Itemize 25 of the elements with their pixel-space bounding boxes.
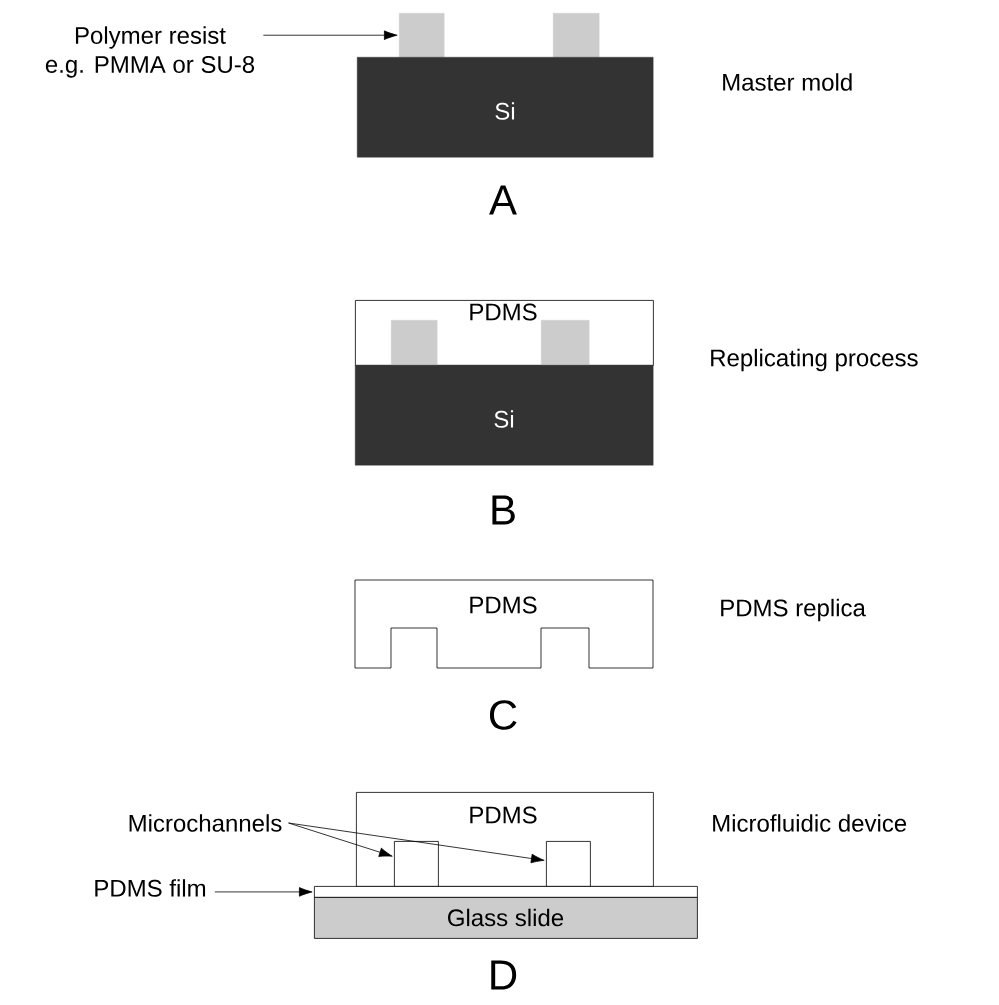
callout-label: Polymer resist e.g. PMMA or SU-8: [45, 26, 255, 78]
panel-letter: D: [491, 960, 517, 990]
pdms-replica: PDMS: [354, 579, 654, 669]
panel-letter: C: [489, 700, 517, 730]
leader-arrow: [288, 822, 545, 864]
step-label: Microfluidic device: [713, 814, 907, 832]
step-label: PDMS replica: [721, 598, 866, 622]
callout-label: PDMS film: [95, 879, 206, 897]
panel-letter: B: [492, 495, 515, 525]
resist-block: [391, 320, 438, 366]
silicon-substrate: Si: [355, 365, 654, 466]
leader-arrow: [262, 30, 398, 40]
step-label: Replicating process: [711, 348, 918, 372]
leader-arrow: [214, 887, 313, 897]
resist-block: [399, 13, 445, 58]
step-label: Master mold: [723, 73, 852, 91]
microchannel: [394, 841, 439, 887]
microchannel: [546, 841, 591, 887]
glass-slide: Glass slide: [314, 897, 698, 939]
panel-letter: A: [489, 185, 517, 215]
resist-block: [541, 320, 590, 366]
leader-arrow: [288, 822, 393, 857]
callout-label: Microchannels: [129, 814, 282, 832]
silicon-substrate: Si: [357, 57, 654, 158]
resist-block: [553, 13, 600, 58]
